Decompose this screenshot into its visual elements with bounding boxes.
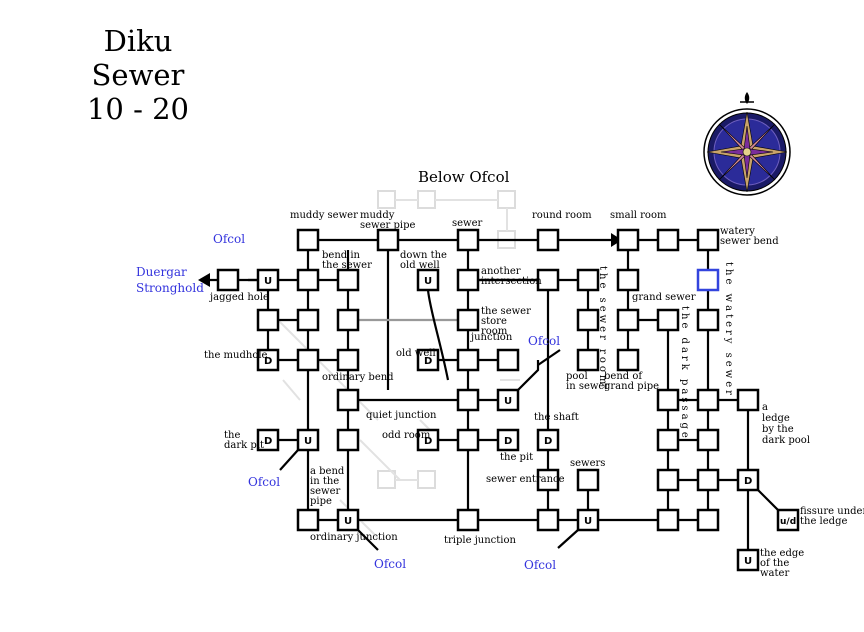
room-label-sewers: sewers	[570, 458, 605, 469]
room-label-grand-sewer: grand sewer	[632, 292, 696, 303]
title-line-3: 10 - 20	[86, 92, 190, 126]
down-marker: D	[544, 436, 552, 447]
exit-link-ofcol[interactable]: Ofcol	[213, 232, 245, 246]
up-marker: U	[584, 516, 592, 527]
room-label-odd-room: odd room	[382, 430, 431, 441]
room-label-sewer-entrance: sewer entrance	[486, 474, 565, 485]
room-label-the-pit: the pit	[500, 452, 533, 463]
down-marker: D	[744, 476, 752, 487]
room-label-muddy-sewer: muddy sewer	[290, 210, 358, 221]
room-label-jagged-hole: jagged hole	[209, 292, 269, 303]
vertical-label-the-sewer-room: the sewer room	[597, 266, 608, 387]
exit-link-ofcol[interactable]: Ofcol	[374, 557, 406, 571]
room-label-small-room: small room	[610, 210, 667, 221]
down-marker: D	[504, 436, 512, 447]
up-marker: U	[264, 276, 272, 287]
down-marker: D	[264, 436, 272, 447]
room-label-ordinary-junction: ordinary junction	[310, 532, 398, 543]
down-marker: D	[424, 436, 432, 447]
down-marker: D	[264, 356, 272, 367]
room-label-ordinary-bend: ordinary bend	[322, 372, 394, 383]
room-label-round-room: round room	[532, 210, 592, 221]
exit-link-ofcol[interactable]: Ofcol	[528, 334, 560, 348]
compass-rose-icon	[703, 92, 791, 196]
vertical-label-the-watery-sewer: the watery sewer	[723, 262, 734, 398]
updown-marker: u/d	[780, 517, 796, 527]
level-markers: U U D D U D U D D D D U U u/d U	[264, 276, 796, 567]
rooms	[216, 228, 800, 572]
up-marker: U	[344, 516, 352, 527]
map-title: Diku Sewer 10 - 20	[78, 24, 198, 126]
room-label-junction: junction	[470, 332, 513, 343]
up-marker: U	[744, 556, 752, 567]
title-line-1: Diku	[103, 24, 173, 58]
title-line-2: Sewer	[91, 58, 185, 92]
up-marker: U	[424, 276, 432, 287]
up-marker: U	[304, 436, 312, 447]
up-marker: U	[504, 396, 512, 407]
exit-link-ofcol[interactable]: Ofcol	[248, 475, 280, 489]
room-label-quiet-junction: quiet junction	[366, 410, 437, 421]
room-label-triple-junction: triple junction	[444, 535, 517, 546]
exit-link-ofcol[interactable]: Ofcol	[524, 558, 556, 572]
down-marker: D	[424, 356, 432, 367]
room-label-the-mudhole: the mudhole	[204, 350, 268, 361]
upper-level-label: Below Ofcol	[418, 168, 510, 186]
room-label-the-shaft: the shaft	[534, 412, 579, 423]
room-label-old-well: old well	[396, 348, 436, 359]
room-label-sewer: sewer	[452, 218, 483, 229]
current-room-marker	[696, 268, 720, 292]
vertical-label-the-dark-passage: the dark passage	[679, 306, 690, 441]
